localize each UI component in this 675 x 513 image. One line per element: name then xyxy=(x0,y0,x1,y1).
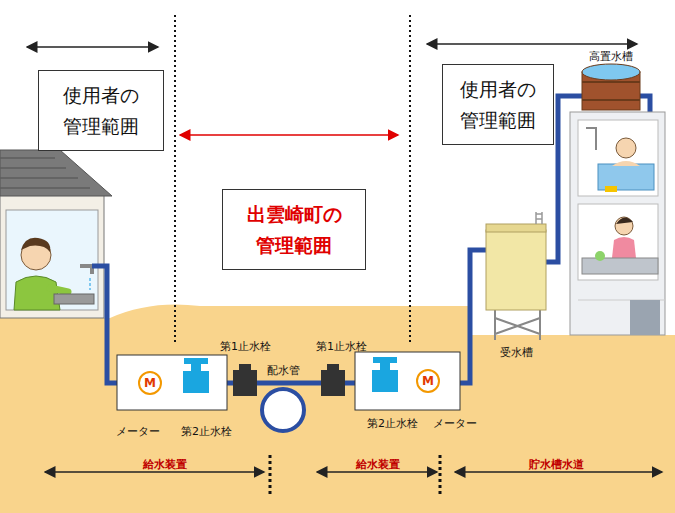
node-text: 出雲崎町の 管理範囲 xyxy=(247,199,342,260)
meter-symbol: M xyxy=(416,369,440,393)
range-box: 出雲崎町の 管理範囲 xyxy=(222,189,366,270)
range-box: 使用者の 管理範囲 xyxy=(442,64,554,145)
node-text: M xyxy=(144,377,156,389)
part-name: 第1止水栓 xyxy=(316,340,367,353)
part-name: 配水管 xyxy=(267,364,300,377)
distribution-main xyxy=(262,389,304,431)
meter-box xyxy=(117,355,227,410)
range-arrow xyxy=(455,471,662,473)
ground xyxy=(0,305,675,513)
meter-box xyxy=(355,352,460,410)
node-text: M xyxy=(422,375,434,387)
receiving-tank xyxy=(486,212,546,340)
part-name: メーター xyxy=(116,425,160,438)
stop-valve xyxy=(321,364,345,396)
part-name: 高置水槽 xyxy=(589,50,633,63)
range-label: 給水装置 xyxy=(140,458,190,471)
range-arrow xyxy=(317,471,437,473)
range-arrow xyxy=(45,471,264,473)
part-name: 第2止水栓 xyxy=(367,417,418,430)
range-arrow xyxy=(180,134,398,136)
stop-valve xyxy=(372,357,398,392)
house xyxy=(0,150,112,318)
node-text: 使用者の 管理範囲 xyxy=(63,80,139,141)
range-arrow xyxy=(27,46,158,48)
boundary-line xyxy=(439,455,442,497)
elevated-tank xyxy=(582,64,640,110)
meter-symbol: M xyxy=(138,371,162,395)
stop-valve xyxy=(183,358,209,393)
range-label: 給水装置 xyxy=(353,458,403,471)
stop-valve xyxy=(233,364,257,396)
part-name: メーター xyxy=(433,417,477,430)
node-text: 使用者の 管理範囲 xyxy=(460,74,536,135)
boundary-line xyxy=(174,15,176,345)
part-name: 受水槽 xyxy=(500,346,533,359)
range-arrow xyxy=(427,43,637,45)
boundary-line xyxy=(269,455,272,497)
boundary-line xyxy=(409,15,411,345)
building xyxy=(570,112,665,335)
range-box: 使用者の 管理範囲 xyxy=(38,70,164,151)
part-name: 第1止水栓 xyxy=(220,340,271,353)
range-label: 貯水槽水道 xyxy=(526,458,587,471)
part-name: 第2止水栓 xyxy=(181,425,232,438)
